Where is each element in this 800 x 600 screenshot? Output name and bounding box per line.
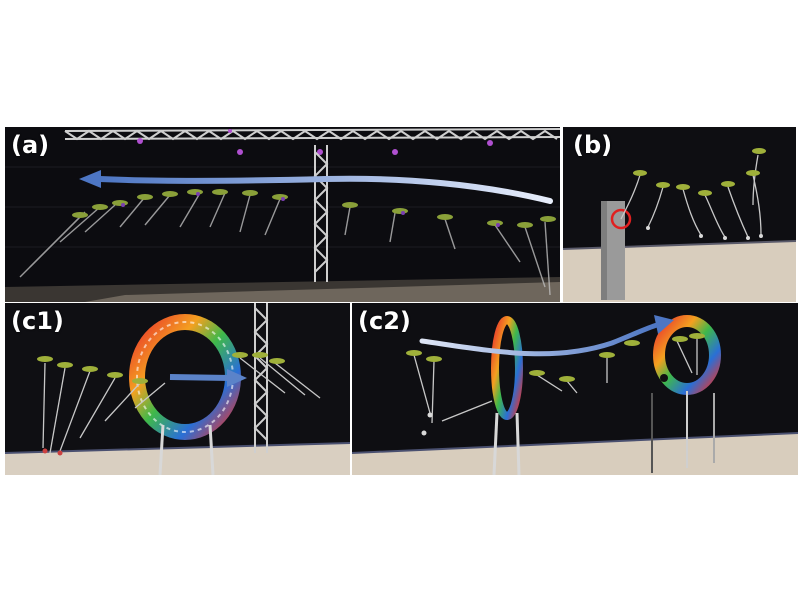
trajectory-arrow [97, 175, 553, 204]
target-circle [610, 208, 632, 230]
mocap-cameras [137, 129, 493, 155]
panel-c2: (c2) [352, 303, 798, 475]
panel-b-scene [563, 127, 796, 302]
panel-label-c2: (c2) [358, 307, 411, 335]
drone-snapshots [633, 148, 766, 196]
panel-a: (a) [5, 127, 560, 302]
panel-label-b: (b) [573, 131, 613, 159]
panel-label-a: (a) [11, 131, 50, 159]
tethers [19, 192, 551, 296]
vertical-truss [313, 145, 329, 282]
tethers [413, 338, 698, 424]
trajectory-arrow [169, 374, 231, 381]
panel-c1-scene [5, 303, 350, 475]
hoop-ring-left [491, 316, 523, 475]
panel-c1: (c1) [5, 303, 350, 475]
panel-b: (b) [563, 127, 796, 302]
panel-a-scene [5, 127, 560, 302]
hoop-ring-right [653, 315, 721, 468]
panel-label-c1: (c1) [11, 307, 64, 335]
trajectory-arrowhead [79, 170, 101, 188]
trajectory-arrowhead [654, 315, 674, 334]
trajectory-arrow [419, 322, 660, 357]
drone-snapshots [72, 189, 556, 228]
ceiling-truss [64, 128, 560, 141]
tethers [42, 357, 321, 454]
panel-c2-scene [352, 303, 798, 475]
drone-snapshots [406, 333, 705, 382]
trajectory-arrowhead [227, 369, 247, 387]
drone-snapshots [37, 352, 285, 384]
tethers [620, 154, 762, 238]
